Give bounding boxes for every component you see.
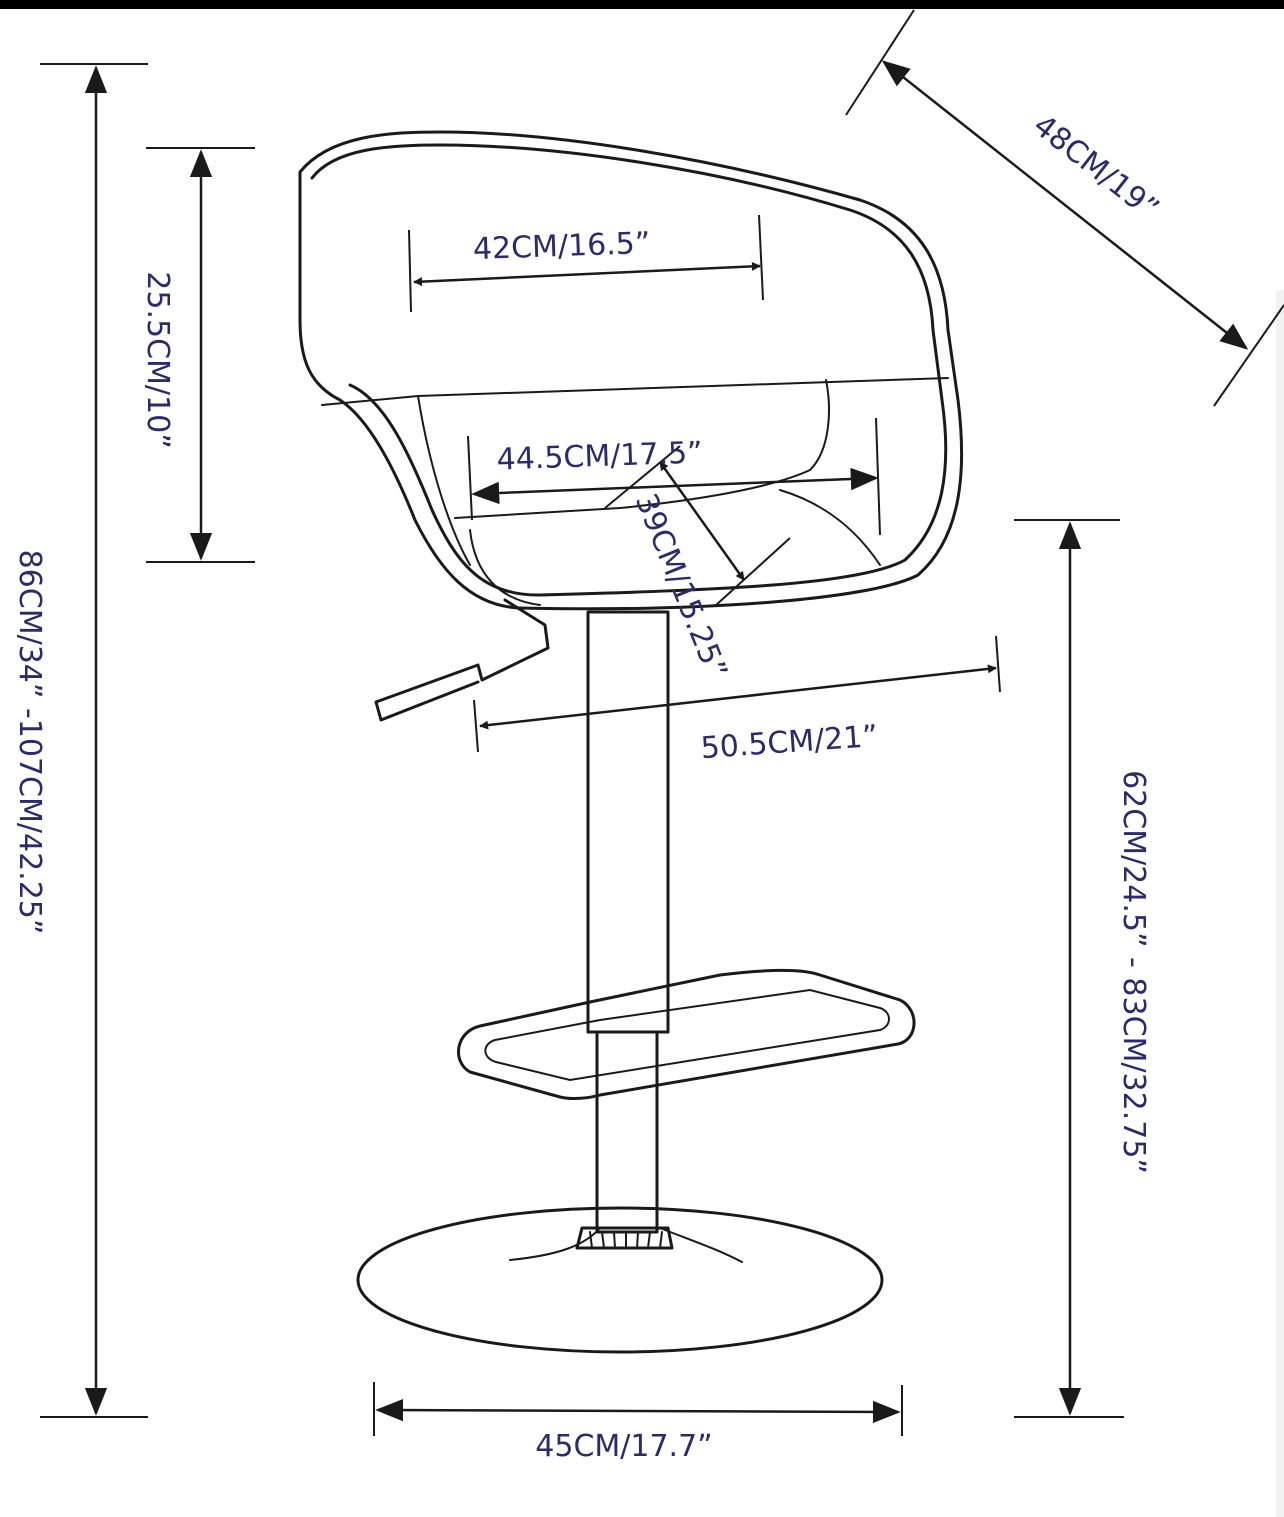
arm-width-ext-left [473,699,479,753]
lower-column [595,1030,659,1234]
right-edge-strip [1276,290,1284,1517]
arm-width-label: 50.5CM/21” [700,719,879,766]
back-width-label: 42CM/16.5” [472,226,651,267]
footrest-outer [457,968,916,1100]
seat-right-curve [779,489,881,566]
seat-cushion-line [321,377,949,406]
backrest-rim [310,143,948,597]
footrest-inner [484,988,890,1082]
gas-lift-column [586,610,670,1034]
arm-width-ext-right [995,635,1001,693]
back-width-ext-left [408,229,412,313]
round-base [356,1206,884,1354]
seat-cushion-front [417,395,471,566]
seat-front-curve [469,529,541,606]
seat-width-ext-right [875,417,881,536]
top-border [0,0,1284,9]
arm-width-arrow [479,664,997,730]
seat-depth-label: 39CM/15.25” [628,489,734,684]
seat-depth-arrow [658,461,746,581]
back-width-arrow [413,261,761,287]
overall-depth-ext-top [845,9,915,116]
seat-height-label: 62CM/24.5” - 83CM/32.75” [1116,770,1151,1174]
overall-depth-label: 48CM/19” [1026,108,1165,227]
base-collar [575,1226,674,1250]
seat-width-label: 44.5CM/17.5” [496,435,703,477]
base-diameter-label: 45CM/17.7” [535,1429,712,1464]
overall-depth-ext-bottom [1213,304,1284,407]
backrest-outer [298,130,964,611]
height-lever [374,598,550,722]
base-diameter-arrow [375,1398,901,1424]
seat-depth-ext-top [604,445,681,509]
dimension-lines [40,9,1284,1436]
seat-width-ext-left [467,435,473,521]
back-width-ext-right [758,214,764,301]
back-height-label: 25.5CM/10” [140,271,175,448]
seat-depth-ext-bottom [714,537,791,607]
seat-width-arrow [471,467,879,505]
collar-ribs [589,1231,663,1249]
total-height-label: 86CM/34” -107CM/42.25” [12,550,47,935]
overall-depth-arrow [881,60,1249,350]
